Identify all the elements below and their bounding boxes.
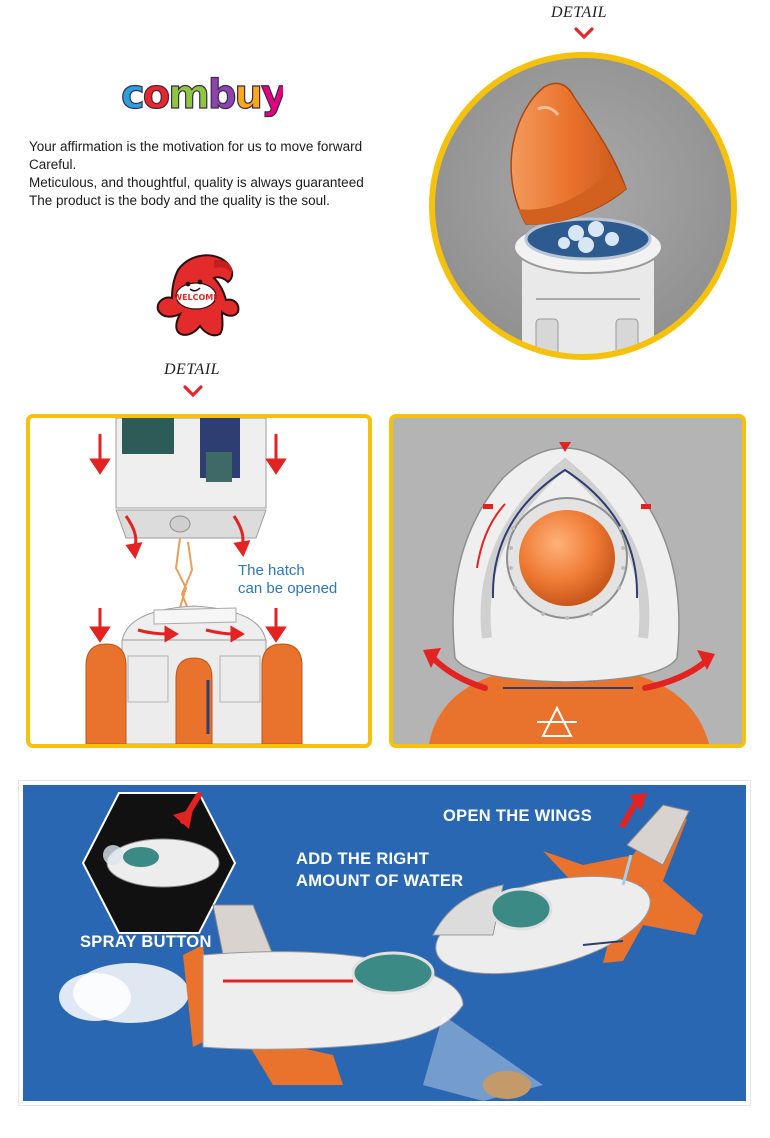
- spray-button-label: SPRAY BUTTON: [80, 933, 212, 951]
- tagline-line-1: Your affirmation is the motivation for u…: [29, 139, 363, 154]
- hatch-note: The hatch can be opened: [238, 562, 337, 598]
- capsule-illustration: WALL ROCKET: [393, 418, 742, 744]
- chevron-down-icon: [574, 27, 594, 40]
- shuttle-illustration: [59, 792, 703, 1101]
- tagline-line-4: The product is the body and the quality …: [29, 193, 330, 208]
- open-wings-label: OPEN THE WINGS: [443, 807, 593, 825]
- svg-text:combuy: combuy: [121, 72, 283, 118]
- chevron-down-icon: [183, 385, 203, 398]
- combuy-logo: combuy: [120, 71, 283, 118]
- add-water-label: ADD THE RIGHT AMOUNT OF WATER: [296, 848, 463, 892]
- capsule-detail-panel: WALL ROCKET: [389, 414, 746, 748]
- nose-cone-detail-image: [429, 52, 737, 360]
- detail-label-mid: DETAIL: [164, 361, 221, 378]
- hatch-note-line-1: The hatch: [238, 562, 305, 579]
- feature-banner: OPEN THE WINGS ADD THE RIGHT AMOUNT OF W…: [18, 780, 751, 1106]
- feature-banner-background: OPEN THE WINGS ADD THE RIGHT AMOUNT OF W…: [23, 785, 746, 1101]
- hatch-note-line-2: can be opened: [238, 580, 338, 597]
- tagline: Your affirmation is the motivation for u…: [29, 138, 419, 210]
- tagline-line-3: Meticulous, and thoughtful, quality is a…: [29, 175, 364, 190]
- hatch-detail-panel: [26, 414, 372, 748]
- add-water-line-2: AMOUNT OF WATER: [296, 872, 464, 890]
- add-water-line-1: ADD THE RIGHT: [296, 850, 430, 868]
- mascot-badge: WELCOME: [173, 293, 218, 302]
- hatch-illustration: [85, 418, 303, 744]
- detail-label-top: DETAIL: [551, 4, 608, 21]
- tagline-line-2: Careful.: [29, 157, 77, 172]
- mascot-icon: WELCOME: [156, 254, 240, 337]
